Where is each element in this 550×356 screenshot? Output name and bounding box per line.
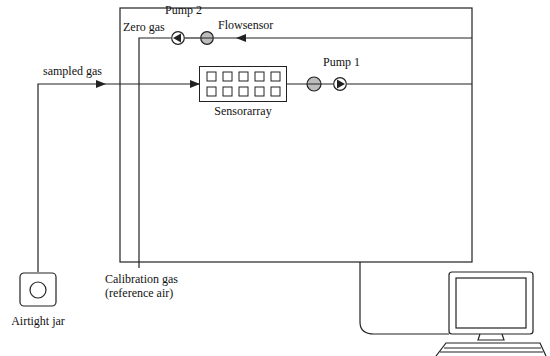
pump-icon [171,31,185,45]
node-label: Sensorarray [200,104,286,118]
data-cable [360,262,449,334]
jar-icon [3,272,73,308]
flowsensor-icon [200,31,214,45]
node-label: Flowsensor [218,18,273,32]
node-label: Pump 2 [165,3,202,17]
node-label: Airtight jar [3,314,73,328]
zero-gas-line [139,38,171,268]
flowsensor-symbol: Flowsensor [200,31,214,45]
gas-line [38,84,199,272]
flow-label: Calibration gas (reference air) [104,272,198,300]
node-label: Pump 1 [323,55,360,69]
sensor-cells [200,67,286,101]
edge-label: sampled gas [42,64,103,78]
gas-line [287,83,333,84]
pump-symbol: Pump 1 [333,77,347,91]
pump-icon [333,77,347,91]
instrument-housing [120,8,472,262]
flow-arrow [236,34,246,42]
airtight-jar: Airtight jar [3,272,73,334]
reference-inlet-line [214,37,472,38]
computer-monitor [436,272,546,356]
pump-symbol: Pump 2 [171,31,185,45]
flow-label: Zero gas [122,20,166,34]
sensor-array: Sensorarray [199,66,287,102]
gas-line [185,37,200,38]
exhaust-line [347,83,472,84]
